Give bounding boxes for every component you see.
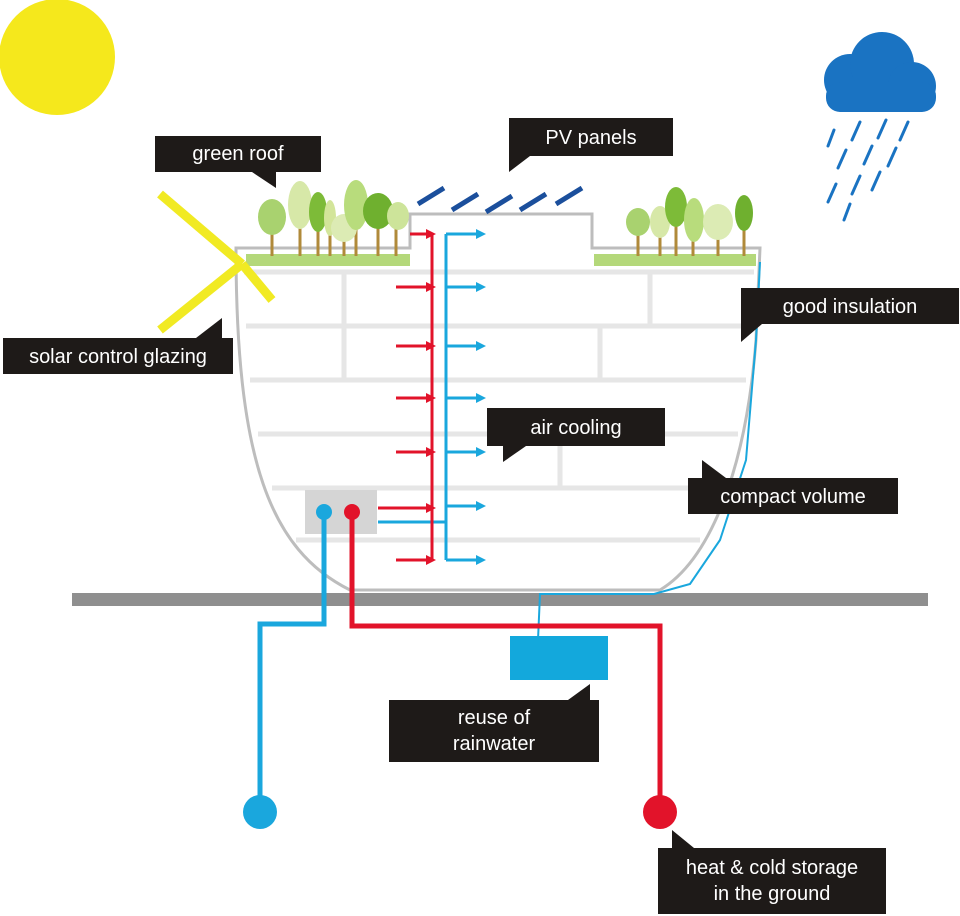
label-compact-volume: compact volume (688, 460, 898, 514)
label-reuse-line2: rainwater (453, 733, 536, 755)
label-storage-line1: heat & cold storage (686, 857, 858, 879)
label-compact-volume-text: compact volume (720, 486, 866, 508)
heat-pump-unit (305, 490, 377, 534)
label-air-cooling: air cooling (487, 408, 665, 462)
label-pv-panels: PV panels (509, 118, 673, 172)
solar-glazing-rays-icon (157, 190, 276, 334)
label-solar-control-glazing: solar control glazing (3, 318, 233, 374)
rain-cloud-icon (824, 32, 936, 222)
green-roof-trees-right (626, 187, 753, 256)
label-good-insulation: good insulation (741, 288, 959, 342)
ground-line (72, 593, 928, 606)
warm-water-pipe (344, 504, 677, 829)
green-roof-trees-left (258, 180, 409, 256)
label-good-insulation-text: good insulation (783, 296, 918, 318)
label-air-cooling-text: air cooling (530, 417, 621, 439)
label-pv-panels-text: PV panels (545, 127, 636, 149)
pv-panels-icon (416, 185, 584, 215)
air-cooling-system (378, 229, 486, 565)
green-roof-bed-right (594, 254, 756, 266)
label-heat-cold-storage: heat & cold storage in the ground (658, 830, 886, 914)
building-section (234, 212, 762, 592)
label-reuse-line1: reuse of (458, 707, 531, 729)
label-green-roof: green roof (155, 136, 321, 188)
cold-water-pipe (243, 504, 332, 829)
sun-icon (0, 0, 115, 115)
green-roof-bed-left (246, 254, 410, 266)
rainwater-tank (510, 636, 608, 680)
label-storage-line2: in the ground (714, 883, 831, 905)
label-reuse-rainwater: reuse of rainwater (389, 684, 599, 762)
label-green-roof-text: green roof (192, 143, 284, 165)
label-solar-control-glazing-text: solar control glazing (29, 346, 207, 368)
rainwater-pipe (537, 261, 761, 641)
